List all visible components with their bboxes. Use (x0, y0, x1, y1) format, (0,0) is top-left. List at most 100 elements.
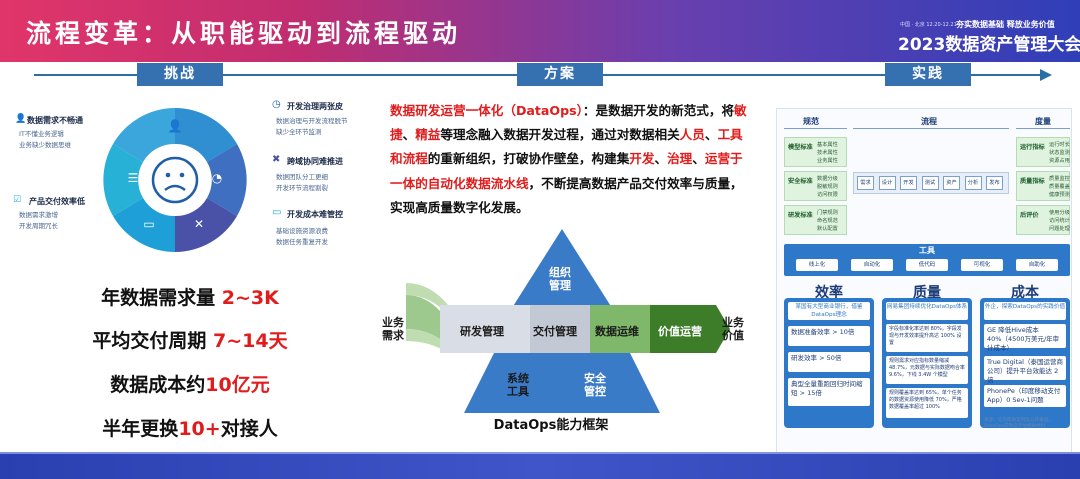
box-value: 问题处理 (1049, 226, 1070, 232)
intro-segment: 的重新组织，打破协作壁垒，构建集 (427, 151, 630, 167)
tool-chip: 自动化 (851, 259, 893, 271)
metric-item: 典型全量重跑回归时间缩短 > 15倍 (788, 378, 870, 406)
challenge-right-0-title: 开发治理两张皮 (287, 102, 343, 111)
phase-practice: 实践 (885, 63, 971, 86)
challenge-wheel: 👤 ◔ ✕ ▭ ☰ (103, 108, 247, 252)
user-icon: 👤 (15, 114, 27, 124)
intro-segment: 治理 (667, 151, 693, 167)
challenge-left-0-title: 数据需求不畅通 (27, 116, 83, 125)
framework-org-management: 组织管理 (549, 266, 571, 292)
stat-value: 2~3K (221, 287, 279, 309)
metric-title: 效率 (815, 285, 843, 301)
box-key: 质量指标 (1020, 178, 1045, 185)
box-key: 安全标准 (788, 178, 813, 185)
intro-segment: 、 (654, 151, 668, 167)
stat-text: 半年更换 (102, 418, 179, 440)
svg-text:👤: 👤 (168, 119, 183, 133)
tool-chip: 线上化 (796, 259, 838, 271)
monitor-icon: ▭ (272, 207, 282, 218)
page-title: 流程变革：从职能驱动到流程驱动 (26, 19, 462, 48)
stat-annual-demand: 年数据需求量 2~3K (0, 283, 380, 310)
framework-business-demand: 业务需求 (382, 316, 404, 342)
tool-chip: 低代码 (906, 259, 948, 271)
clock-icon: ◷ (272, 99, 281, 110)
box-value: 使用分级 (1049, 210, 1070, 216)
stat-delivery-cycle: 平均交付周期 7~14天 (0, 326, 380, 353)
box-value: 资源占用 (1049, 158, 1070, 164)
phase-solution: 方案 (517, 63, 603, 86)
challenge-left-1-sub0: 数据需求激增 (19, 211, 58, 219)
col-metrics: 度量 (1035, 117, 1051, 126)
box-value: 状态监测 (1049, 150, 1070, 156)
stat-text: 平均交付周期 (92, 330, 214, 352)
metric-head: 网易集团持续优化DataOps体系 (886, 302, 968, 320)
practice-box: 研发标准门禁规则命名规范默认配置 (784, 205, 847, 235)
metric-item: 规则覆盖率达到 65%，单个任务的数据资源使用降低 70%，严格数据覆盖率超过 … (886, 388, 968, 418)
metric-title: 质量 (913, 285, 941, 301)
framework-stage-value: 价值运营 (658, 325, 702, 338)
challenge-left-0-sub0: IT不懂业务逻辑 (19, 130, 64, 138)
wheel-segments (103, 108, 247, 252)
challenge-left-1-sub1: 开发周期冗长 (19, 222, 58, 230)
framework-business-value: 业务价值 (722, 316, 744, 342)
conference-subtitle: 夯实数据基础 释放业务价值 (956, 20, 1055, 29)
metric-item: 研发效率 > 50倍 (788, 352, 870, 372)
col-process: 流程 (921, 117, 937, 126)
challenge-right-2-sub1: 数据任务重复开发 (276, 238, 328, 246)
box-value: 质量覆盖 (1049, 184, 1070, 190)
stat-value: 10亿元 (205, 374, 270, 396)
box-value: 门禁规则 (817, 210, 838, 216)
intro-segment: ：是数据开发的新范式，将 (582, 103, 735, 118)
timeline-arrow-icon (1040, 69, 1052, 81)
footer-banner (0, 452, 1080, 479)
practice-box: 模型标准基本属性技术属性业务属性 (784, 137, 847, 167)
stat-contact-turnover: 半年更换10+对接人 (0, 414, 380, 441)
tool-chip: 自助化 (1016, 259, 1058, 271)
intro-segment: 、 (704, 127, 718, 143)
box-key: 研发标准 (788, 212, 813, 219)
header-banner (0, 0, 1080, 62)
practice-box: 安全标准数据分级脱敏规则访问权限 (784, 171, 847, 201)
box-value: 访问统计 (1049, 218, 1070, 224)
intro-segment: 精益 (415, 127, 441, 143)
challenge-right-0-sub0: 数据治理与开发流程脱节 (276, 117, 348, 125)
intro-segment: 、 (402, 127, 416, 143)
flow-step: 开发 (900, 176, 917, 190)
intro-segment: 开发 (629, 151, 655, 167)
challenge-right-2-title: 开发成本难管控 (287, 210, 343, 219)
flow-step: 分析 (964, 176, 982, 190)
framework-stage-ops: 数据运维 (595, 325, 639, 338)
intro-segment: 敏捷 (390, 103, 747, 143)
box-value: 访问权限 (817, 192, 838, 198)
practice-box: 质量指标质量监控质量覆盖健康预测 (1016, 171, 1070, 201)
challenge-right-1-sub1: 开发环节流程割裂 (276, 184, 328, 192)
intro-segment: 人员 (679, 127, 705, 143)
stat-value: 10+ (178, 418, 221, 440)
challenge-left-1-title: 产品交付效率低 (29, 197, 85, 206)
flow-step: 需求 (857, 176, 874, 190)
challenge-left-0-sub1: 业务缺少数据思维 (19, 141, 71, 149)
framework-stage-rd: 研发管理 (460, 325, 504, 338)
challenge-right-2-sub0: 基础设施资源浪费 (276, 227, 328, 235)
metric-item: GE 降低Hive成本 40%（4500万美元/年审计成本） (984, 324, 1066, 352)
box-key: 运行指标 (1020, 144, 1045, 151)
challenge-right-1-sub0: 数据团队分工更细 (276, 173, 328, 181)
conference-meta: 中国 · 北京 12.20-12.21 (900, 22, 957, 28)
box-key: 后评价 (1020, 212, 1039, 219)
tools-icon: ✖ (272, 154, 281, 165)
challenge-right-1-title: 跨域协同难推进 (287, 157, 343, 166)
intro-segment: 工具和流程 (390, 127, 743, 167)
metric-head: 某国有大型商业银行，借鉴DataOps理念 (788, 302, 870, 320)
svg-text:◔: ◔ (212, 171, 222, 185)
tool-chip: 可视化 (961, 259, 1003, 271)
box-value: 运行时长 (1049, 142, 1070, 148)
metric-item: 规则需求对应指标数量缩减 48.7%，元数据与实际数据吻合率 9.6%，下线 3… (886, 356, 968, 384)
col-norms: 规范 (803, 117, 819, 126)
practice-box: 运行指标运行时长状态监测资源占用 (1016, 137, 1070, 167)
box-value: 健康预测 (1049, 192, 1070, 198)
framework-system-tools: 系统工具 (507, 372, 529, 398)
metric-head: 外企，探索DataOps的实践价值 (984, 302, 1066, 320)
divider (784, 128, 847, 129)
intro-segment: 等理念融入数据开发过程，通过对数据相关 (440, 127, 680, 143)
dataops-framework (406, 229, 730, 413)
